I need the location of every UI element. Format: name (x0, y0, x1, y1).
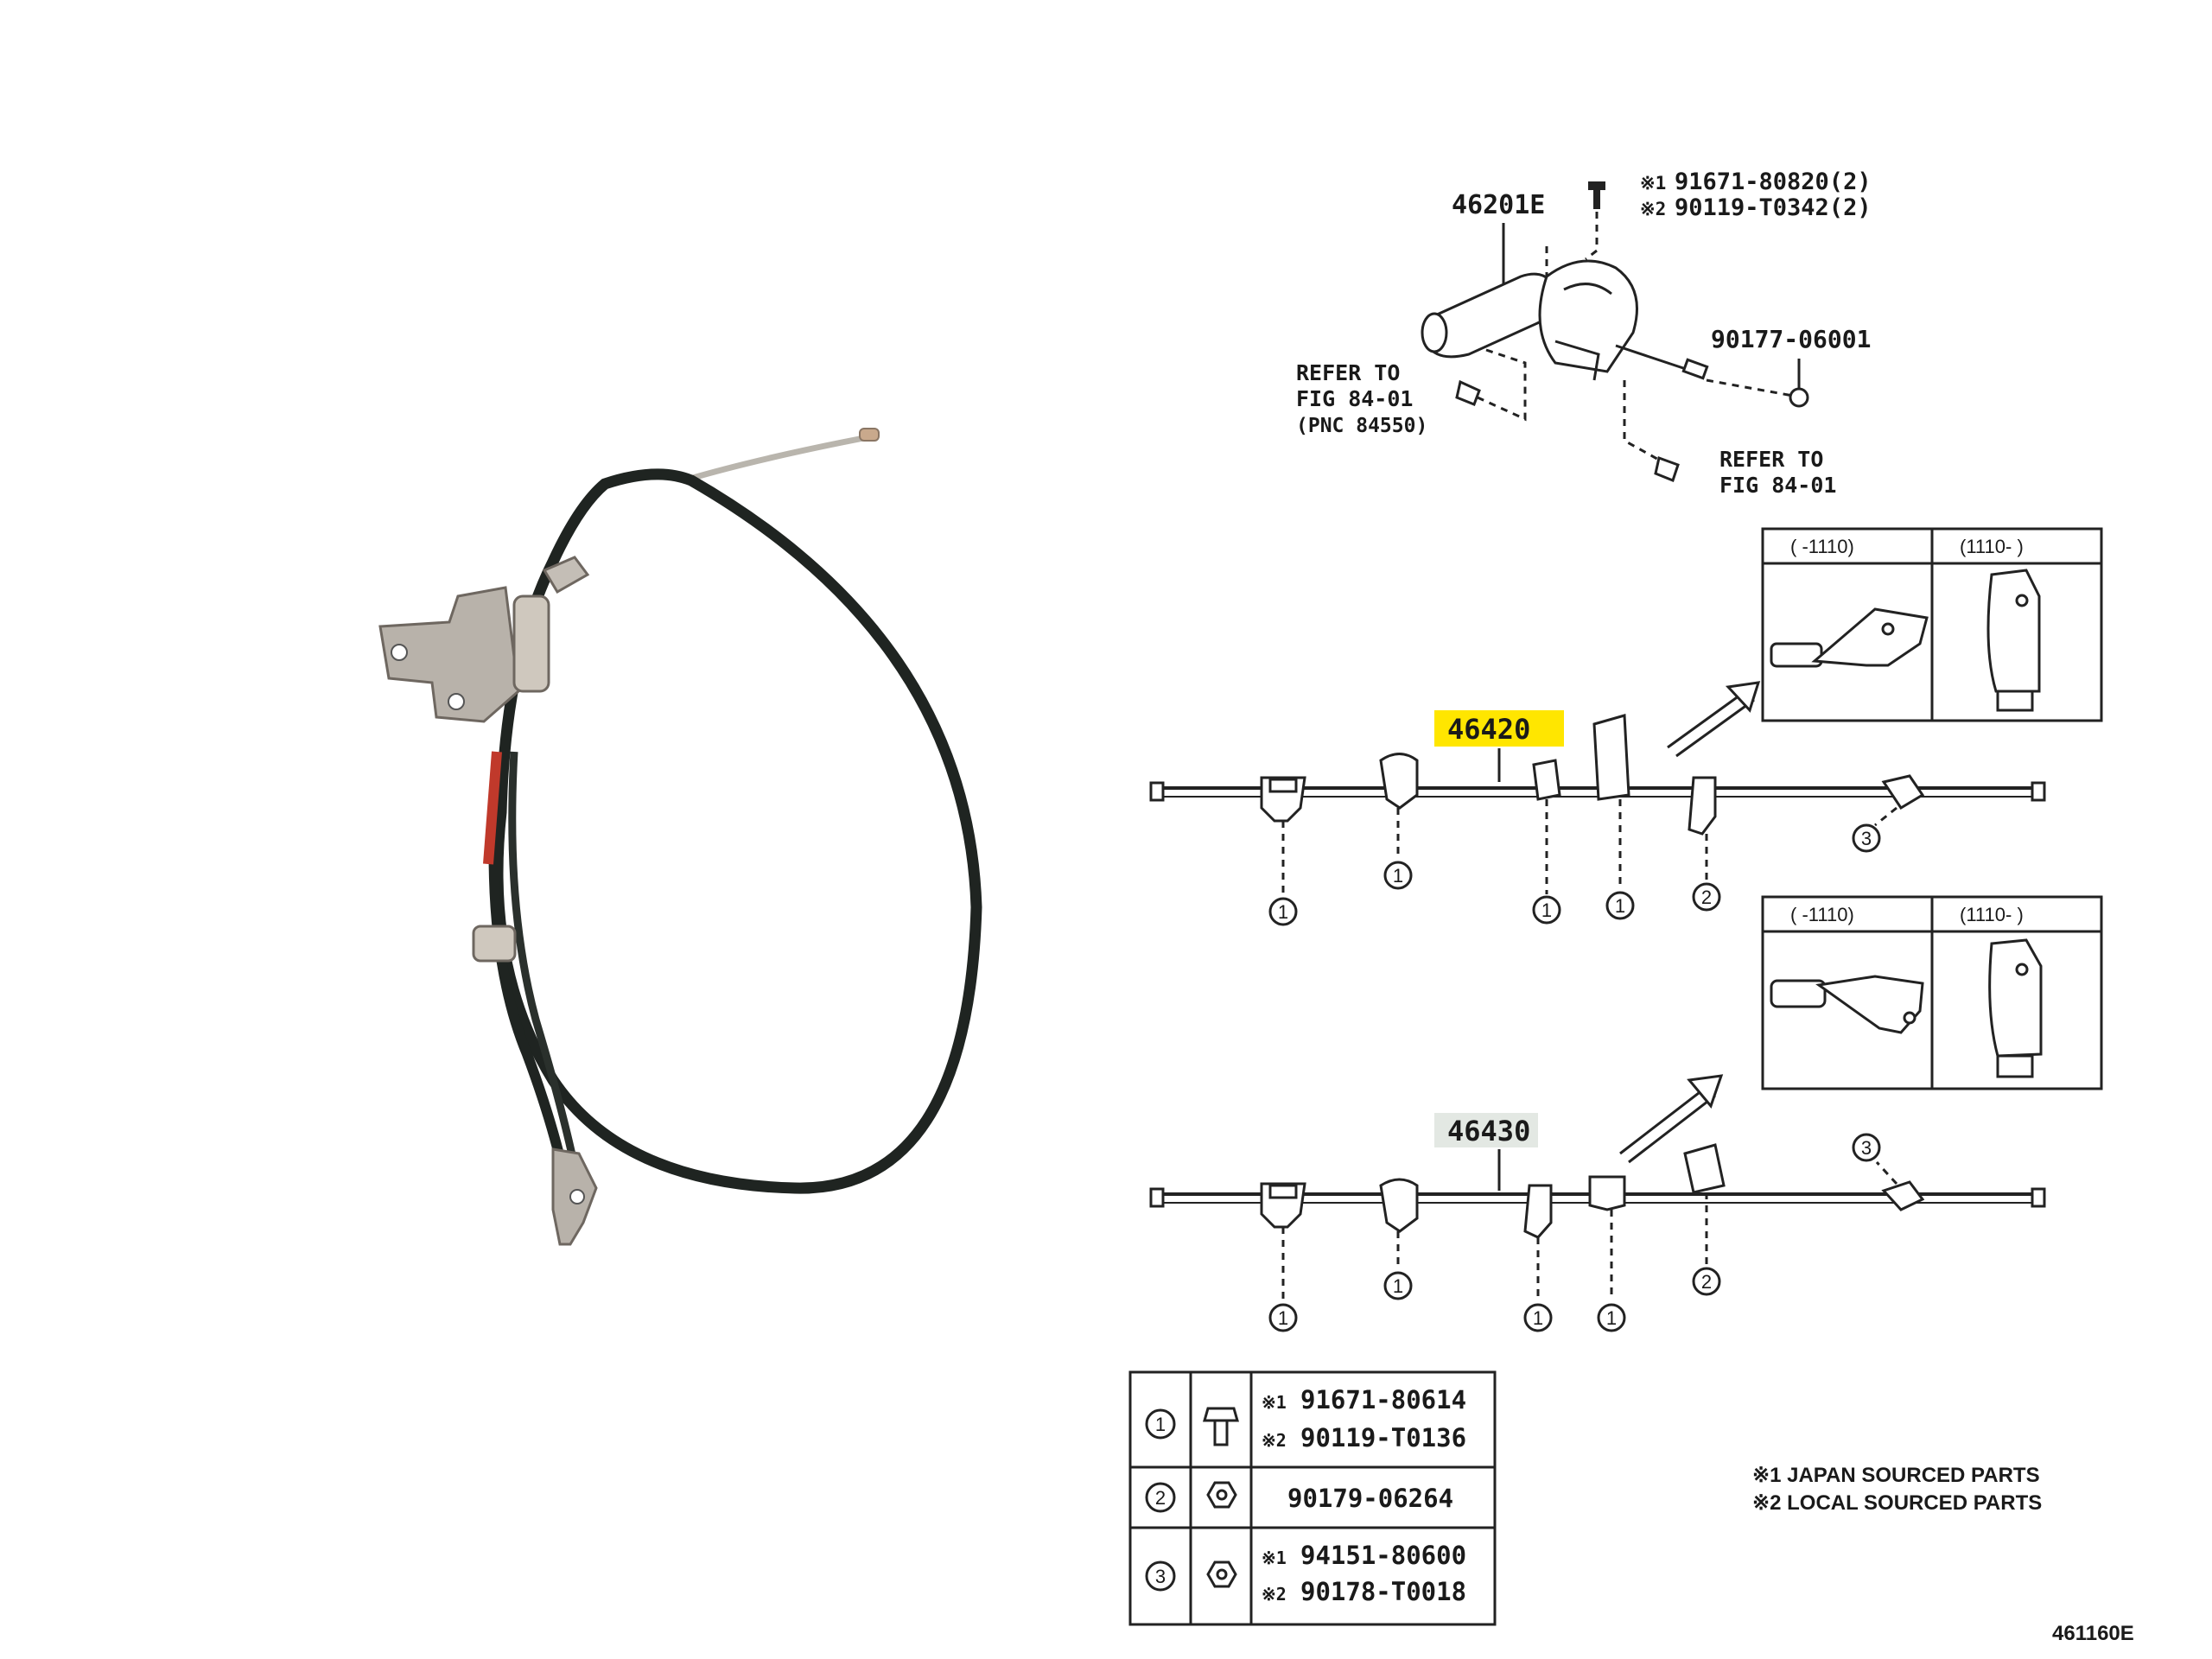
callout-ref: 3 (1852, 823, 1881, 853)
inset-left-header: ( -1110) (1790, 536, 1854, 557)
part-number-46201E: 46201E (1452, 190, 1545, 220)
local-mark: ※2 (1262, 1584, 1287, 1605)
product-photo (378, 428, 982, 1246)
local-mark: ※2 (1640, 199, 1666, 219)
inner-wire-end (686, 433, 874, 483)
table-row: 1 ※1 91671-80614 ※2 90119-T0136 (1145, 1385, 1466, 1452)
refer-to-left-1: REFER TO (1296, 360, 1400, 385)
refer-to-right-2: FIG 84-01 (1719, 473, 1836, 498)
japan-mark: ※1 (1640, 173, 1666, 194)
svg-text:1: 1 (1278, 901, 1288, 923)
part-number-46420: 46420 (1447, 713, 1530, 746)
svg-text:1: 1 (1541, 899, 1552, 921)
nut-icon (1206, 1560, 1237, 1588)
cable-ferrule (512, 594, 550, 693)
bolt-part-number-japan: 91671-80820(2) (1675, 168, 1872, 195)
bolt-icon (1588, 181, 1605, 209)
inset-left-header: ( -1110) (1790, 904, 1854, 925)
inset-right-header: (1110- ) (1960, 904, 2024, 925)
cable-46430: 46430 1 1 1 1 2 3 ( -1110) (1 (1149, 895, 2103, 1332)
bolt-icon (1203, 1407, 1239, 1446)
refer-to-right-1: REFER TO (1719, 447, 1823, 472)
svg-text:1: 1 (1606, 1307, 1617, 1329)
svg-text:1: 1 (1615, 895, 1625, 917)
table-row: 3 ※1 94151-80600 ※2 90178-T0018 (1145, 1541, 1466, 1606)
inset-46430: ( -1110) (1110- ) (1761, 895, 2103, 1090)
japan-mark: ※1 (1262, 1548, 1287, 1568)
bracket-hole (391, 644, 408, 661)
highlight-46420 (1434, 710, 1564, 747)
callout-ref: 2 (1692, 1267, 1721, 1296)
bracket-tab (542, 556, 590, 594)
clip-part-number: 90177-06001 (1711, 325, 1871, 353)
svg-text:1: 1 (1533, 1307, 1543, 1329)
callout-ref: 2 (1692, 882, 1721, 912)
callout-ref: 1 (1605, 891, 1635, 920)
svg-text:3: 3 (1861, 828, 1872, 849)
cable-46420: 46420 1 1 1 1 2 3 (1149, 527, 2103, 926)
part-number-japan: 94151-80600 (1300, 1541, 1466, 1570)
row-ref: 1 (1155, 1414, 1166, 1435)
svg-text:2: 2 (1701, 887, 1712, 908)
row-ref: 2 (1155, 1487, 1166, 1509)
cable-second-run (508, 751, 579, 1167)
callout-ref: 1 (1383, 1271, 1413, 1300)
cable-tail (488, 777, 571, 1185)
part-number: 90179-06264 (1287, 1484, 1453, 1513)
clip-icon (1789, 387, 1809, 408)
lever-sector (1538, 259, 1638, 373)
japan-mark: ※1 (1262, 1392, 1287, 1413)
refer-to-left-2: FIG 84-01 (1296, 386, 1413, 411)
bracket-hole (448, 693, 465, 710)
svg-text:1: 1 (1393, 865, 1403, 887)
svg-text:1: 1 (1278, 1307, 1288, 1329)
lever-assembly: 46201E ※1 91671-80820(2) ※2 90119-T0342(… (1296, 168, 1872, 498)
callout-ref: 1 (1597, 1303, 1626, 1332)
legend-local: ※2 LOCAL SOURCED PARTS (1752, 1491, 2042, 1515)
table-row: 2 90179-06264 (1145, 1481, 1453, 1513)
local-mark: ※2 (1262, 1430, 1287, 1451)
callout-ref: 3 (1852, 1133, 1881, 1162)
refer-to-left-3: (PNC 84550) (1296, 415, 1427, 437)
middle-clamp (472, 925, 517, 963)
red-sleeve (483, 751, 502, 865)
part-number-japan: 91671-80614 (1300, 1385, 1466, 1414)
anchor-hole (569, 1189, 585, 1205)
callout-ref: 1 (1268, 1303, 1298, 1332)
part-number-46430: 46430 (1447, 1115, 1530, 1147)
callout-ref: 1 (1523, 1303, 1553, 1332)
figure-code: 461160E (2052, 1622, 2134, 1645)
svg-text:3: 3 (1861, 1137, 1872, 1159)
sourcing-legend: ※1 JAPAN SOURCED PARTS ※2 LOCAL SOURCED … (1752, 1464, 2042, 1515)
highlight-46430 (1434, 1113, 1538, 1147)
upper-bracket (378, 586, 520, 723)
inset-right-header: (1110- ) (1960, 536, 2024, 557)
fastener-table: 1 ※1 91671-80614 ※2 90119-T0136 2 90179-… (1128, 1370, 1497, 1626)
part-number-local: 90178-T0018 (1300, 1577, 1466, 1606)
callout-ref: 1 (1268, 897, 1298, 926)
part-number-local: 90119-T0136 (1300, 1423, 1466, 1452)
row-ref: 3 (1155, 1566, 1166, 1587)
inset-46420: ( -1110) (1110- ) (1761, 527, 2103, 722)
callout-ref: 1 (1383, 861, 1413, 890)
svg-text:1: 1 (1393, 1275, 1403, 1297)
callout-ref: 1 (1532, 895, 1561, 925)
wire-end-fitting (859, 428, 880, 442)
nut-icon (1206, 1481, 1237, 1509)
bolt-part-number-local: 90119-T0342(2) (1675, 194, 1872, 221)
svg-text:2: 2 (1701, 1271, 1712, 1293)
legend-japan: ※1 JAPAN SOURCED PARTS (1752, 1464, 2040, 1487)
